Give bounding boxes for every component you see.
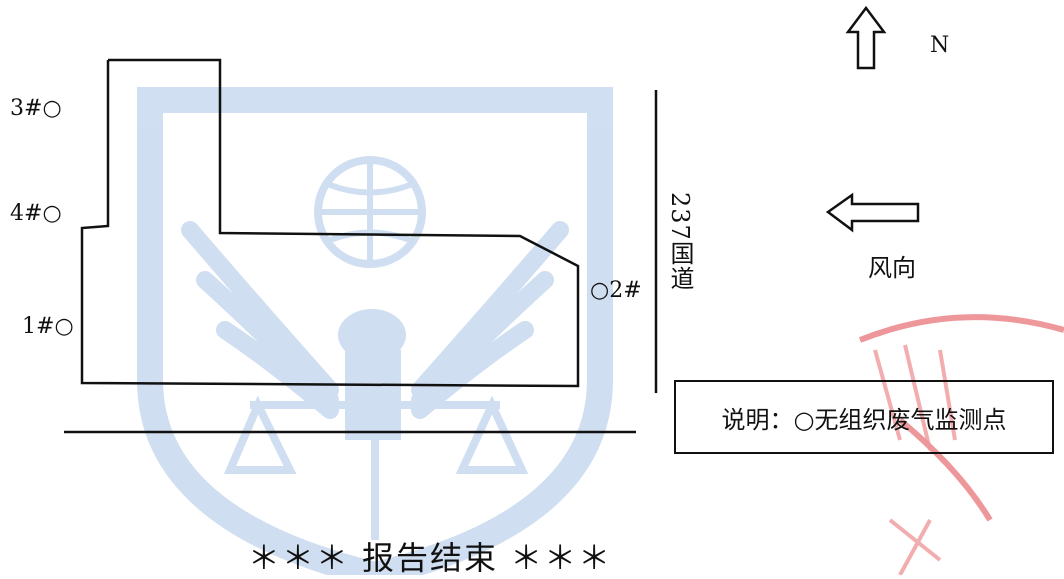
monitoring-point-2: 3#○ [10, 98, 62, 120]
point-id-3: 4# [10, 201, 43, 226]
point-id-2: 3# [10, 96, 43, 121]
point-id-4: 1# [22, 314, 55, 339]
circle-marker-icon: ○ [54, 314, 74, 339]
wind-direction-label: 风向 [868, 254, 916, 282]
road-label: 237国道 [666, 192, 694, 291]
legend-text: 说明：○无组织废气监测点 [721, 405, 1007, 434]
circle-marker-icon: ○ [42, 96, 62, 121]
seal-arc [858, 314, 1064, 522]
watermark-globe-lines [318, 160, 422, 264]
point-id-1: 2# [609, 278, 642, 303]
watermark-scales [223, 395, 529, 540]
site-boundary [80, 58, 580, 388]
legend-box: 说明：○无组织废气监测点 [674, 380, 1054, 454]
watermark-eagle-head [338, 309, 406, 361]
north-label: N [930, 33, 950, 58]
report-end-footer: ＊＊＊ 报告结束 ＊＊＊ [247, 539, 613, 577]
circle-marker-icon: ○ [42, 201, 62, 226]
monitoring-point-3: 4#○ [10, 203, 62, 225]
monitoring-point-1: ○2# [590, 280, 642, 302]
watermark-right-wing [411, 221, 569, 419]
official-seal [858, 314, 1064, 575]
wind-arrow-icon [825, 192, 920, 233]
watermark-emblem [137, 87, 613, 575]
north-arrow-icon [845, 5, 887, 70]
seal-strokes [873, 344, 957, 575]
monitoring-point-4: 1#○ [22, 316, 74, 338]
circle-marker-icon: ○ [590, 278, 610, 303]
